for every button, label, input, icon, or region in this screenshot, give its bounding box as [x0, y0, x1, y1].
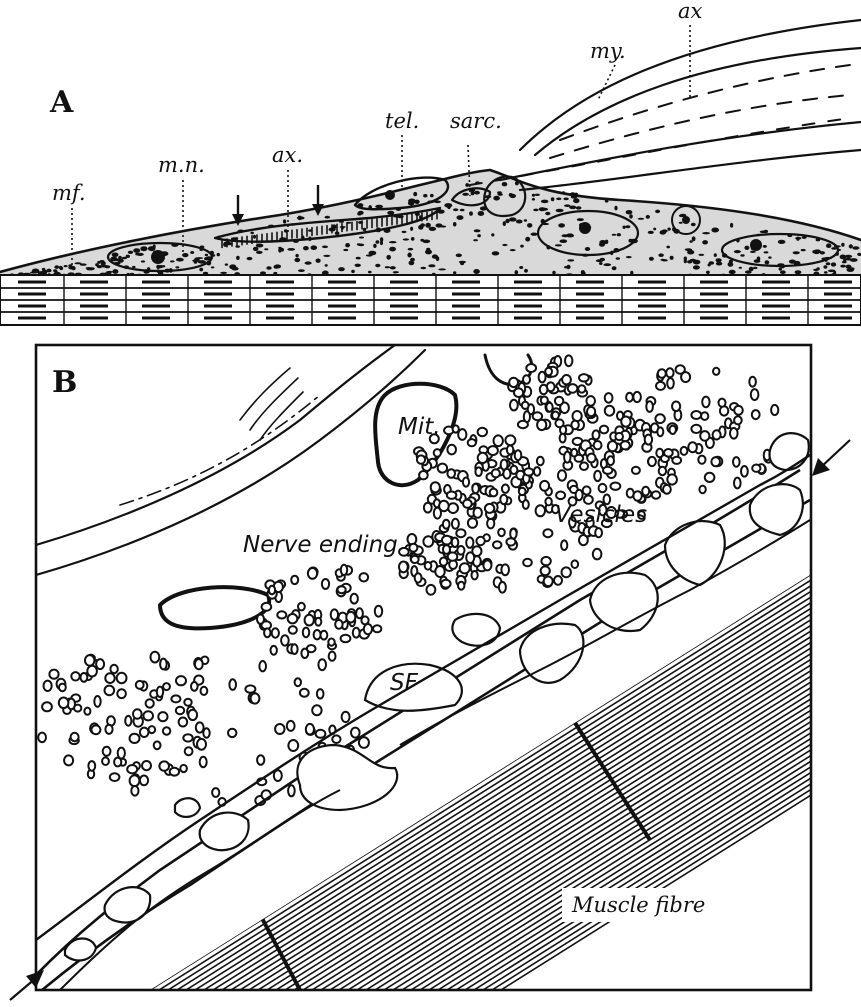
- label-sf: SF: [390, 670, 419, 696]
- panel-a-letter: A: [49, 85, 74, 120]
- junctional-fold: [452, 614, 500, 646]
- label-tel: tel.: [385, 109, 419, 133]
- label-vesicles: Vesicles: [555, 502, 647, 528]
- label-mit: Mit.: [398, 414, 441, 440]
- label-nerve-ending: Nerve ending: [243, 532, 398, 558]
- label-ax-large: ax: [678, 0, 703, 23]
- end-plate-region: [0, 170, 861, 280]
- label-ax-small: ax.: [272, 143, 303, 167]
- nucleolus: [750, 239, 762, 251]
- myelinated-axon: [470, 20, 861, 190]
- panel-a: A: [0, 0, 861, 325]
- label-muscle-fibre: Muscle fibre: [571, 893, 705, 917]
- panel-b-letter: B: [52, 365, 77, 400]
- nucleolus: [579, 222, 591, 234]
- label-sarc: sarc.: [450, 109, 502, 133]
- label-mn: m.n.: [158, 153, 205, 177]
- panel-b: B: [10, 345, 861, 1000]
- myofibril-band: [0, 275, 861, 325]
- label-mf: mf.: [52, 181, 86, 205]
- junctional-fold: [175, 798, 200, 817]
- nucleolus: [151, 250, 165, 264]
- label-my: my.: [590, 39, 626, 63]
